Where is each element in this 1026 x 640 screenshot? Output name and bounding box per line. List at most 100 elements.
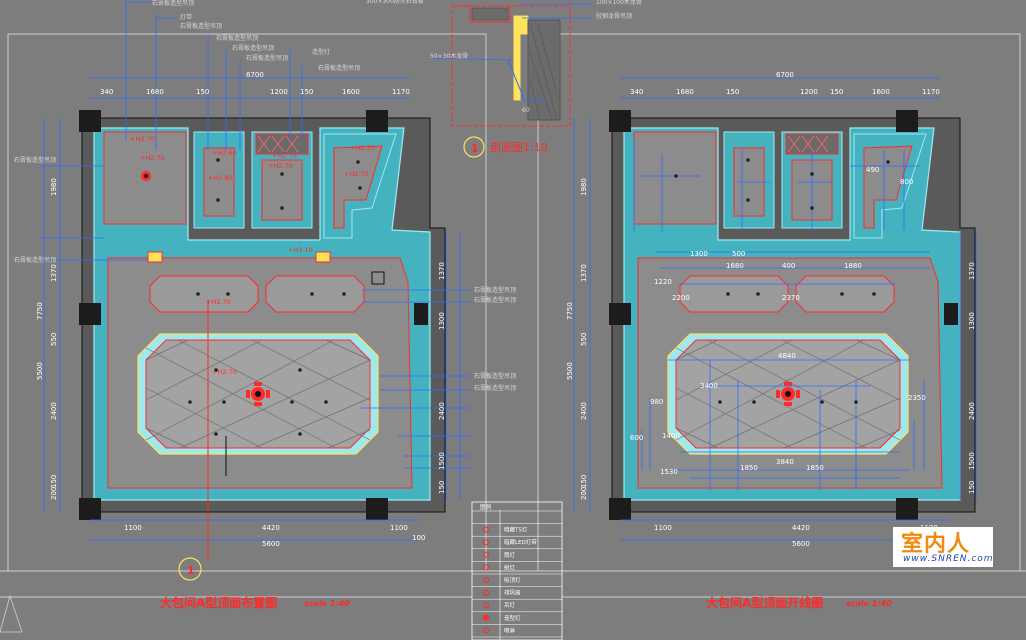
legend-label: 射灯 <box>504 563 516 571</box>
left-side-dim: 550 <box>50 333 58 346</box>
legend-symbol-icon <box>483 577 489 583</box>
left-ceiling-level: +H2.70 <box>344 170 369 178</box>
right-bottom-dim: 1100 <box>654 524 672 532</box>
right-right-dim: 2400 <box>968 402 976 420</box>
left-top-dim: 1170 <box>392 88 410 96</box>
left-plan-annotation: 石膏板造型吊顶 <box>216 34 258 42</box>
logo-chinese-text: 室内人 <box>901 532 971 557</box>
right-inner-dim: 2200 <box>672 294 690 302</box>
right-side-dim: 7750 <box>566 302 574 320</box>
legend-symbol-icon <box>483 589 489 596</box>
right-bottom-dim: 5600 <box>792 540 810 548</box>
legend-symbol-icon <box>483 564 489 571</box>
legend-symbol-icon <box>483 526 489 533</box>
legend-label: 暗藏T5灯 <box>504 526 528 534</box>
left-ceiling-level: +H2.70 <box>140 154 165 162</box>
left-top-dim: 1200 <box>270 88 288 96</box>
left-plan-annotation: 石膏板造型吊顶 <box>152 0 194 7</box>
left-plan-annotation: 石膏板造型吊顶 <box>474 296 516 304</box>
right-top-dim: 150 <box>726 88 739 96</box>
left-top-dim: 150 <box>196 88 209 96</box>
right-top-dim: 1200 <box>800 88 818 96</box>
legend-symbol-icon <box>483 627 489 634</box>
right-inner-dim: 980 <box>650 398 663 406</box>
section-cut-marker: 1 <box>187 564 195 577</box>
section-annotation: 60 <box>522 107 530 114</box>
right-inner-dim: 1850 <box>740 464 758 472</box>
left-top-dim: 340 <box>100 88 113 96</box>
left-side-dim: 7750 <box>36 302 44 320</box>
logo-url-text: www.SNREN.com <box>903 554 994 564</box>
legend-label: 吸顶灯 <box>504 576 521 584</box>
right-inner-dim: 1680 <box>726 262 744 270</box>
right-plan-title: 大包间A型顶面开线图 <box>706 595 823 610</box>
legend-label: 喷淋 <box>504 626 516 634</box>
left-chandelier-icon <box>141 171 270 406</box>
legend-label: 吊灯 <box>504 601 516 609</box>
left-plan-annotation: 石膏板造型吊顶 <box>474 384 516 392</box>
left-side-dim: 1370 <box>50 264 58 282</box>
left-ceiling-level: +H2.70 <box>268 162 293 170</box>
left-right-dim: 1500 <box>438 452 446 470</box>
right-top-dim: 1170 <box>922 88 940 96</box>
right-inner-dim: 600 <box>630 434 643 442</box>
left-right-dim: 150 <box>438 481 446 494</box>
right-bottom-dim: 4420 <box>792 524 810 532</box>
right-inner-dim: 1880 <box>844 262 862 270</box>
left-bottom-dim: 100 <box>412 534 425 542</box>
left-plan-annotation: 石膏板造型吊顶 <box>318 64 360 72</box>
left-bottom-dim: 4420 <box>262 524 280 532</box>
right-top-dim: 1680 <box>676 88 694 96</box>
left-side-dim: 5500 <box>36 362 44 380</box>
left-diamond-grid <box>145 339 371 449</box>
legend-symbol-icon <box>483 539 489 546</box>
right-inner-dim: 1530 <box>660 468 678 476</box>
right-side-dim: 200 <box>580 487 588 500</box>
right-side-dim: 2400 <box>580 402 588 420</box>
section-annotation: 300×300防火石膏板 <box>366 0 424 5</box>
left-top-dim: 1680 <box>146 88 164 96</box>
right-inner-dim: 1400 <box>662 432 680 440</box>
left-top-dim: 150 <box>300 88 313 96</box>
left-plan-annotation: 石膏板造型吊顶 <box>474 372 516 380</box>
legend-symbol-icon <box>483 614 489 621</box>
left-side-dim: 2400 <box>50 402 58 420</box>
left-ceiling-level: +H2.70 <box>212 368 237 376</box>
section-annotation: 50×30木龙骨 <box>430 52 468 60</box>
section-title: 剖面图1:10 <box>490 140 548 154</box>
right-inner-dim: 500 <box>732 250 745 258</box>
left-right-dim: 2400 <box>438 402 446 420</box>
left-ceiling-level: +H2.80 <box>208 174 233 182</box>
left-plan-annotation: 石膏板造型吊顶 <box>474 286 516 294</box>
site-logo: 室内人 www.SNREN.com <box>893 527 993 567</box>
left-bottom-dim: 1100 <box>124 524 142 532</box>
right-top-dim: 1600 <box>872 88 890 96</box>
left-top-dim: 6700 <box>246 71 264 79</box>
right-right-dim: 1370 <box>968 262 976 280</box>
legend-label: 造型灯 <box>504 614 521 622</box>
left-ceiling-level: +H2.60 <box>212 149 237 157</box>
right-side-dim: 150 <box>580 475 588 488</box>
right-inner-dim: 490 <box>866 166 879 174</box>
right-ceiling-plan <box>573 77 977 541</box>
left-plan-title: 大包间A型顶面布置图 <box>160 595 277 610</box>
legend-label: 图例 <box>480 503 492 511</box>
right-inner-dim: 2370 <box>782 294 800 302</box>
right-inner-dim: 1220 <box>654 278 672 286</box>
left-right-dim: 1370 <box>438 262 446 280</box>
right-inner-dim: 1850 <box>806 464 824 472</box>
right-inner-dim: 400 <box>782 262 795 270</box>
section-annotation: 轻钢龙骨吊顶 <box>596 12 632 20</box>
left-plan-scale: scale 1:40 <box>304 599 350 608</box>
left-ceiling-level: +H3.10 <box>288 246 313 254</box>
left-plan-annotation: 石膏板造型吊顶 <box>14 156 56 164</box>
left-plan-annotation: 造型灯 <box>312 48 330 56</box>
legend-symbol-icon <box>483 551 489 558</box>
legend-label: 暗藏LED灯带 <box>504 538 537 546</box>
right-inner-dim: 800 <box>900 178 913 186</box>
left-side-dim: 1980 <box>50 178 58 196</box>
left-side-dim: 150 <box>50 475 58 488</box>
right-chandelier-icon <box>776 382 800 406</box>
right-inner-dim: 2350 <box>908 394 926 402</box>
